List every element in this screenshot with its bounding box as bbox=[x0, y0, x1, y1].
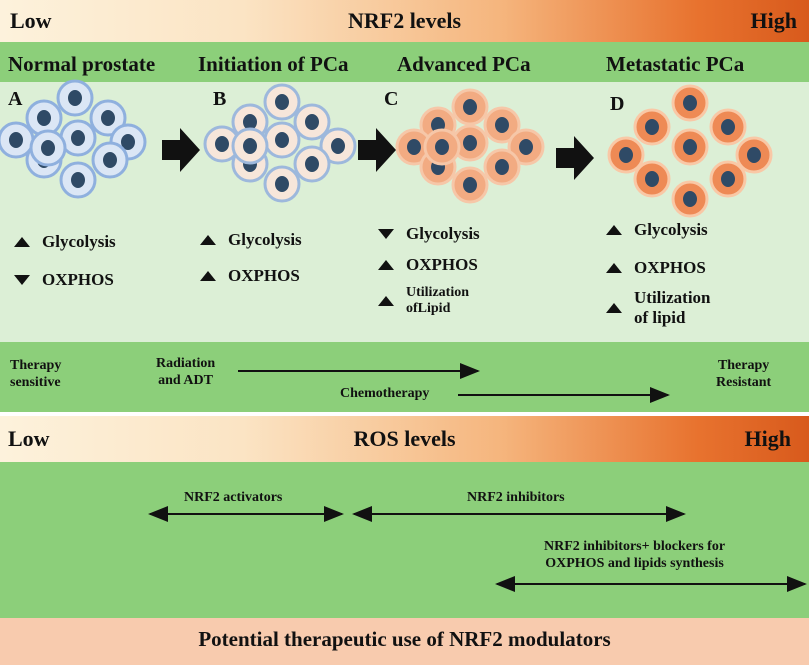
stage-transition-arrow-2 bbox=[358, 128, 396, 172]
cell-2-7 bbox=[483, 148, 521, 186]
cell-0-1 bbox=[25, 99, 63, 137]
cell-3-2 bbox=[709, 108, 747, 146]
ros-bar-title: ROS levels bbox=[353, 426, 456, 451]
metabolism-label: Utilization of lipid bbox=[634, 288, 711, 327]
footer-band bbox=[0, 618, 809, 665]
metabolism-row: OXPHOS bbox=[14, 270, 114, 290]
metabolism-row: Utilization of lipid bbox=[606, 288, 711, 328]
cell-1-5 bbox=[319, 127, 357, 165]
cell-3-5 bbox=[735, 136, 773, 174]
cell-1-8 bbox=[263, 165, 301, 203]
metabolism-row: OXPHOS bbox=[200, 266, 300, 286]
stage-title-metastatic: Metastatic PCa bbox=[606, 52, 745, 76]
metabolism-label: Utilization ofLipid bbox=[406, 285, 469, 316]
stage-title-band bbox=[0, 42, 809, 82]
modulators-panel bbox=[0, 462, 809, 618]
nrf2-low-label: Low bbox=[10, 8, 52, 33]
metabolism-label: Glycolysis bbox=[406, 224, 480, 243]
stage-letter-b: B bbox=[213, 88, 227, 110]
stage-title-initiation: Initiation of PCa bbox=[198, 52, 349, 76]
metabolism-label: Glycolysis bbox=[42, 232, 116, 251]
stage-transition-arrow-3 bbox=[556, 136, 594, 180]
stage-transition-arrow-1 bbox=[162, 128, 200, 172]
metabolism-row: OXPHOS bbox=[606, 258, 706, 278]
therapy-band bbox=[0, 342, 809, 412]
nrf2-level-bar bbox=[0, 0, 809, 42]
cell-1-7 bbox=[293, 145, 331, 183]
cell-1-0 bbox=[263, 83, 301, 121]
metabolism-label: OXPHOS bbox=[634, 258, 706, 277]
cell-3-7 bbox=[709, 160, 747, 198]
metabolism-label: OXPHOS bbox=[406, 255, 478, 274]
ros-high-label: High bbox=[744, 426, 791, 451]
arrow-up-icon bbox=[378, 296, 394, 306]
cell-1-9 bbox=[231, 127, 269, 165]
cell-3-6 bbox=[633, 160, 671, 198]
nrf2-bar-title: NRF2 levels bbox=[347, 8, 462, 33]
cell-0-2 bbox=[89, 99, 127, 137]
cell-3-1 bbox=[633, 108, 671, 146]
cell-0-7 bbox=[91, 141, 129, 179]
arrow-up-icon bbox=[14, 237, 30, 247]
metabolism-row: Utilization ofLipid bbox=[378, 285, 469, 317]
stage-title-advanced: Advanced PCa bbox=[397, 52, 531, 76]
cell-2-2 bbox=[483, 106, 521, 144]
footer-title: Potential therapeutic use of NRF2 modula… bbox=[198, 627, 611, 651]
cell-0-0 bbox=[56, 79, 94, 117]
arrow-up-icon bbox=[200, 271, 216, 281]
arrow-up-icon bbox=[200, 235, 216, 245]
cell-2-8 bbox=[451, 166, 489, 204]
metabolism-row: Glycolysis bbox=[606, 220, 708, 240]
stage-title-normal: Normal prostate bbox=[8, 52, 156, 76]
cell-0-9 bbox=[29, 129, 67, 167]
nrf2-activators-label: NRF2 activators bbox=[184, 490, 283, 505]
metabolism-row: OXPHOS bbox=[378, 255, 478, 275]
nrf2-inhibitors-label: NRF2 inhibitors bbox=[467, 490, 565, 505]
metabolism-label: Glycolysis bbox=[228, 230, 302, 249]
stage-letter-a: A bbox=[8, 88, 23, 110]
metabolism-row: Glycolysis bbox=[14, 232, 116, 252]
cell-3-8 bbox=[671, 180, 709, 218]
metabolism-label: OXPHOS bbox=[42, 270, 114, 289]
arrow-up-icon bbox=[606, 303, 622, 313]
arrow-up-icon bbox=[378, 260, 394, 270]
metabolism-label: Glycolysis bbox=[634, 220, 708, 239]
cell-2-0 bbox=[451, 88, 489, 126]
cell-1-2 bbox=[293, 103, 331, 141]
cell-2-5 bbox=[507, 128, 545, 166]
chemotherapy-label: Chemotherapy bbox=[340, 386, 430, 401]
arrow-up-icon bbox=[606, 225, 622, 235]
metabolism-row: Glycolysis bbox=[200, 230, 302, 250]
metabolism-label: OXPHOS bbox=[228, 266, 300, 285]
stage-letter-c: C bbox=[384, 88, 399, 110]
cell-2-9 bbox=[423, 128, 461, 166]
metabolism-row: Glycolysis bbox=[378, 224, 480, 244]
cell-0-8 bbox=[59, 161, 97, 199]
cell-2-4 bbox=[451, 124, 489, 162]
ros-level-bar bbox=[0, 416, 809, 462]
cell-3-0 bbox=[671, 84, 709, 122]
cell-3-4 bbox=[671, 128, 709, 166]
arrow-down-icon bbox=[14, 275, 30, 285]
arrow-up-icon bbox=[606, 263, 622, 273]
cell-3-3 bbox=[607, 136, 645, 174]
stage-letter-d: D bbox=[610, 93, 625, 115]
nrf2-high-label: High bbox=[750, 8, 797, 33]
ros-low-label: Low bbox=[8, 426, 50, 451]
arrow-down-icon bbox=[378, 229, 394, 239]
